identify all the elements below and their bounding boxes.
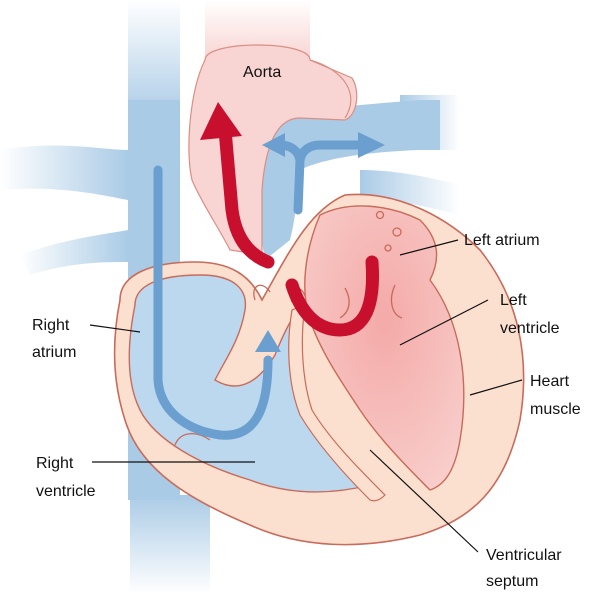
- label-right-ventricle-line2: ventricle: [36, 483, 96, 500]
- label-left-atrium: Left atrium: [464, 232, 540, 249]
- label-heart-muscle-line1: Heart: [530, 373, 570, 390]
- label-ventricular-septum-line1: Ventricular: [486, 547, 562, 564]
- label-right-ventricle-line1: Right: [36, 455, 74, 472]
- label-right-atrium-line2: atrium: [32, 344, 76, 361]
- label-ventricular-septum-line2: septum: [486, 573, 538, 590]
- label-aorta: Aorta: [243, 64, 281, 81]
- left-pulmonary-vein: [0, 146, 128, 200]
- label-heart-muscle-line2: muscle: [530, 401, 581, 418]
- label-left-ventricle-line2: ventricle: [500, 320, 560, 337]
- label-left-ventricle-line1: Left: [500, 292, 527, 309]
- label-right-atrium-line1: Right: [32, 317, 70, 334]
